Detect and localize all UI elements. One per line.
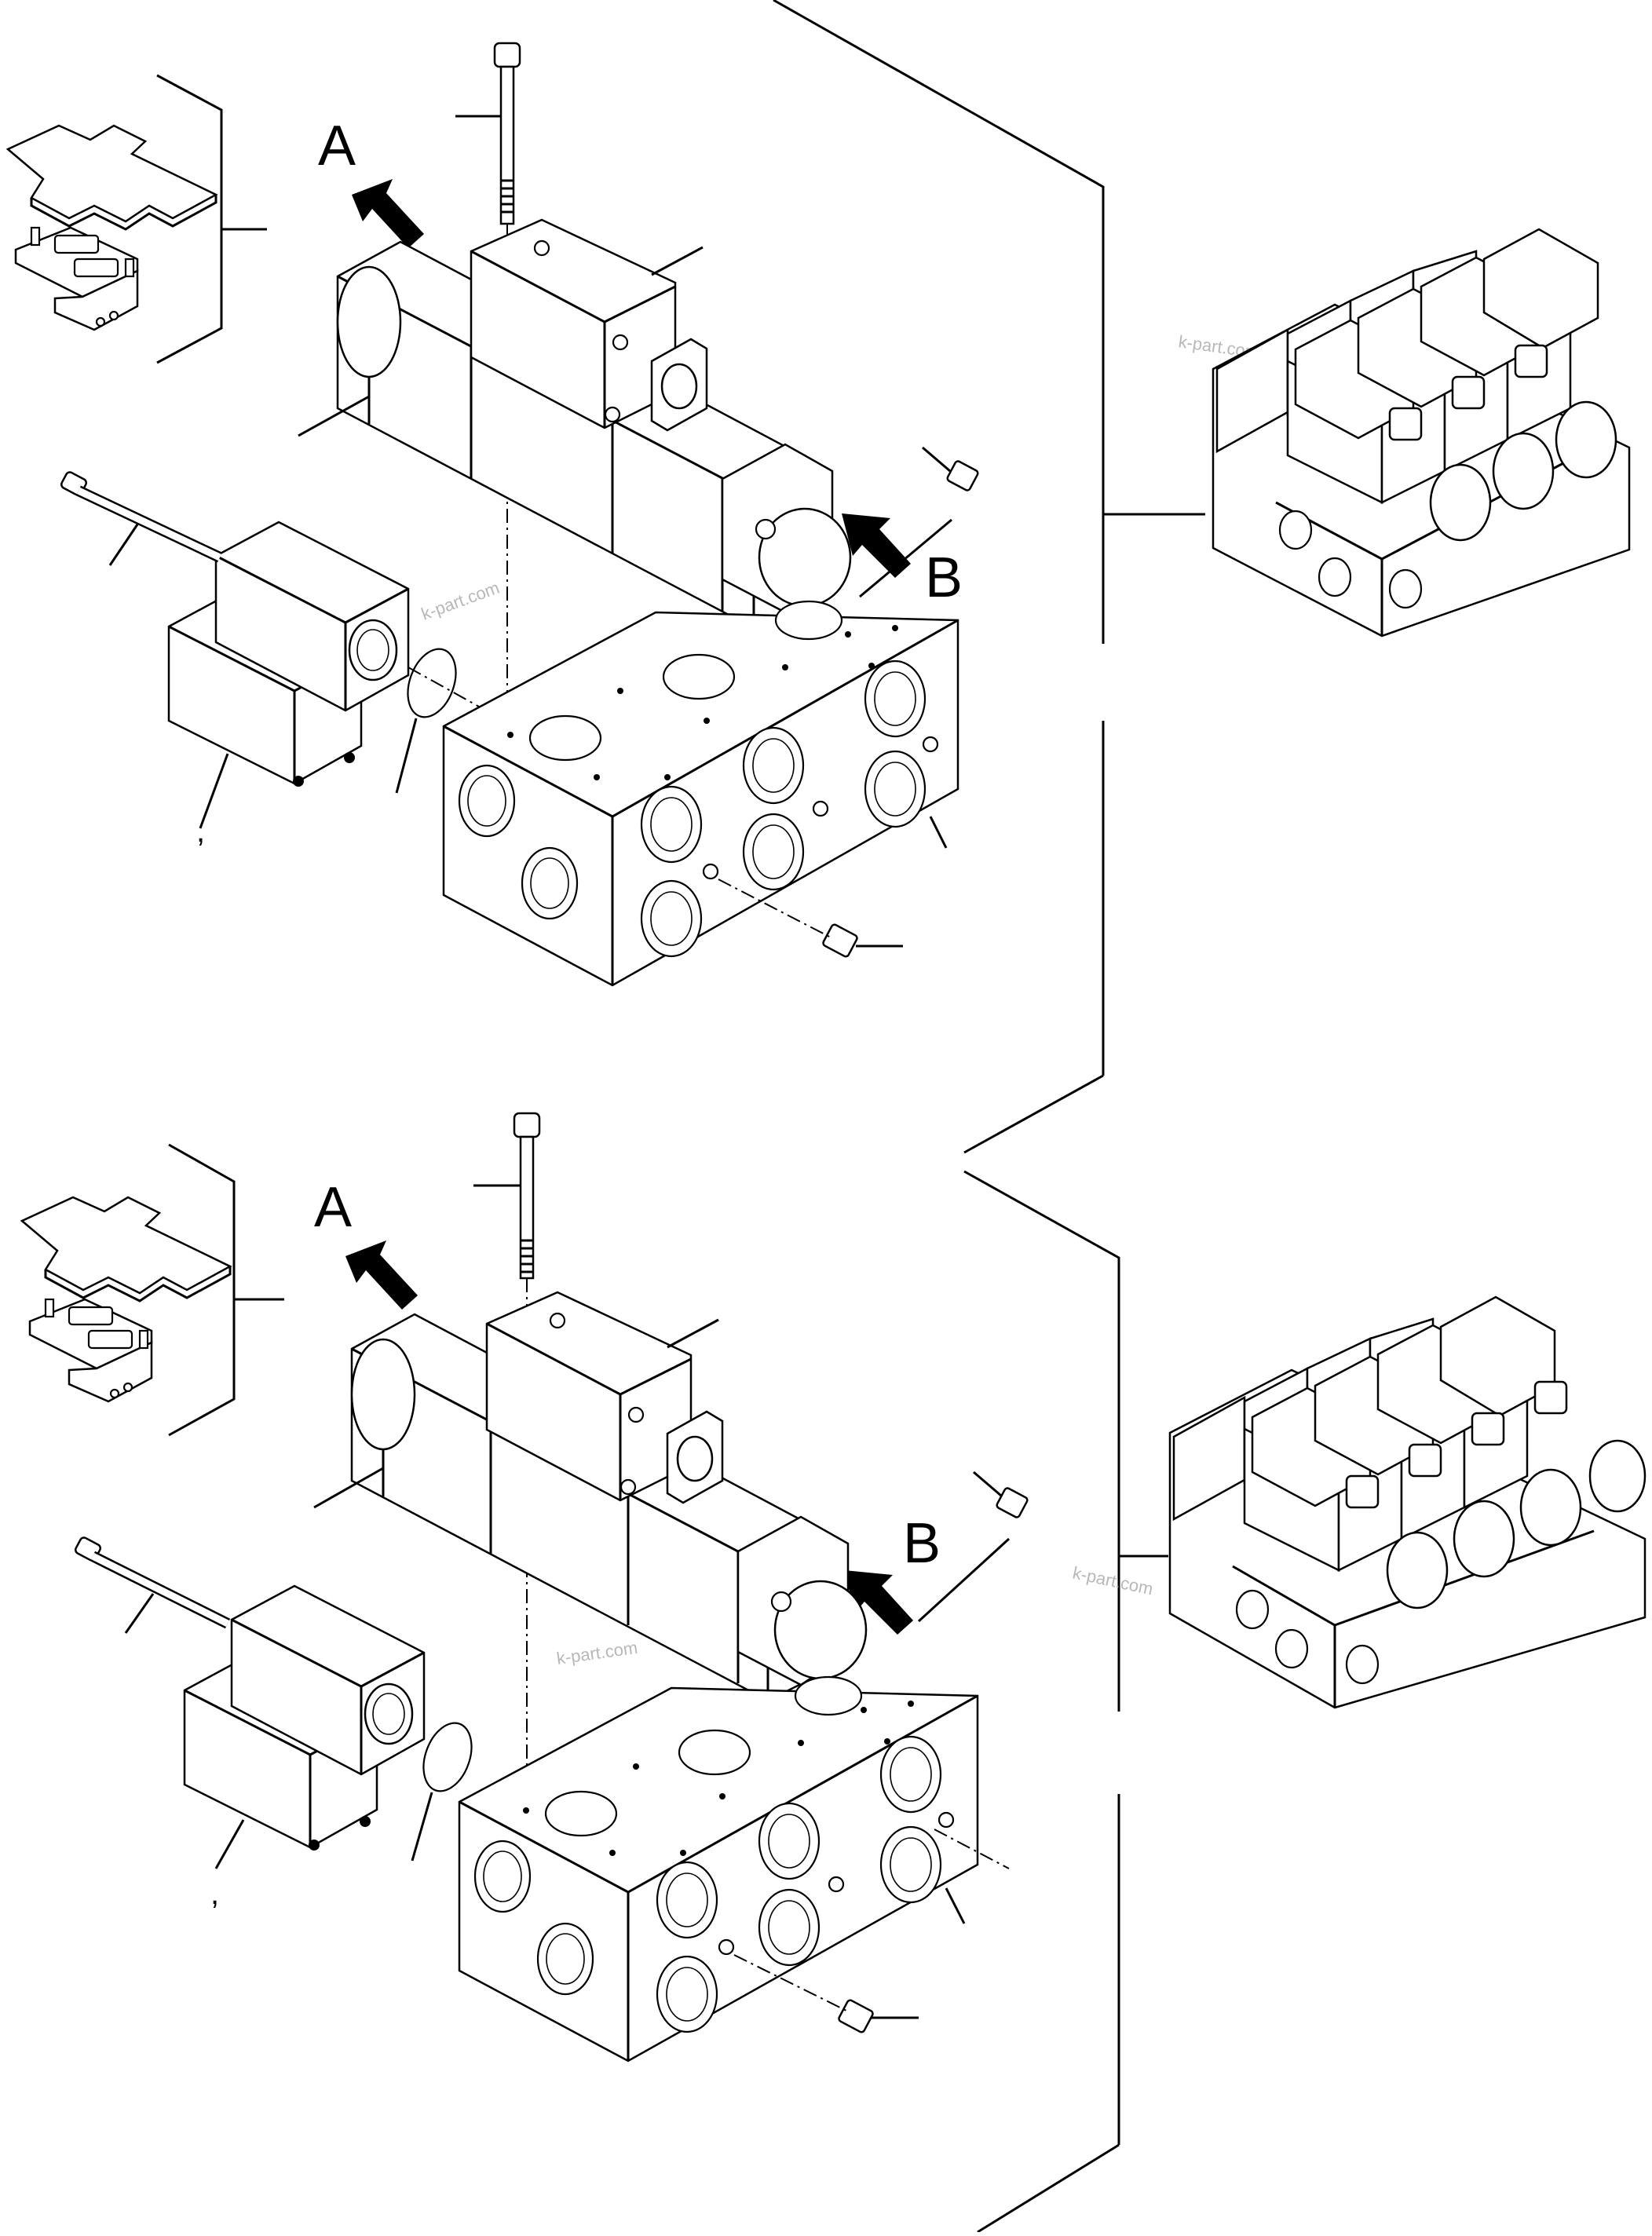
solenoid-valve — [313, 1291, 868, 1702]
plug-icon — [718, 446, 979, 958]
assembly-bracket-lines — [156, 0, 1205, 2234]
assembled-view-bottom — [1168, 1295, 1647, 1709]
manifold-block — [442, 600, 959, 987]
manifold-block — [458, 1675, 1010, 2062]
cover-plate — [5, 124, 218, 231]
comma-mark-top: , — [196, 814, 205, 849]
terminal-block — [14, 226, 139, 331]
comma-mark-bottom: , — [210, 1876, 219, 1911]
coil-unit: , — [167, 521, 410, 849]
arrow-icon — [844, 1570, 913, 1635]
cover-plate — [20, 1196, 232, 1303]
bolt-icon — [455, 42, 521, 225]
watermark: k-part.com — [1071, 1562, 1155, 1598]
bottom-exploded-view: A B — [20, 1112, 1155, 2062]
arrow-icon — [842, 513, 911, 578]
label-a-bottom: A — [314, 1176, 352, 1239]
arrow-icon — [352, 179, 424, 248]
bolt-icon — [74, 1536, 231, 1634]
label-a-top: A — [318, 115, 356, 177]
label-b-bottom: B — [903, 1512, 941, 1575]
top-exploded-view: A B — [5, 42, 1261, 987]
coil-unit: , — [183, 1584, 426, 1911]
solenoid-valve — [298, 218, 852, 630]
watermark: k-part.com — [418, 578, 502, 624]
terminal-block — [28, 1298, 153, 1403]
assembled-view-top — [1212, 228, 1631, 638]
label-b-top: B — [925, 546, 963, 609]
bolt-icon — [473, 1112, 541, 1280]
watermark: k-part.com — [555, 1638, 638, 1668]
o-ring-icon — [422, 1722, 473, 1792]
plug-icon — [733, 1471, 1029, 2033]
arrow-icon — [345, 1240, 418, 1310]
o-ring-icon — [407, 648, 457, 718]
bolt-icon — [60, 471, 222, 566]
